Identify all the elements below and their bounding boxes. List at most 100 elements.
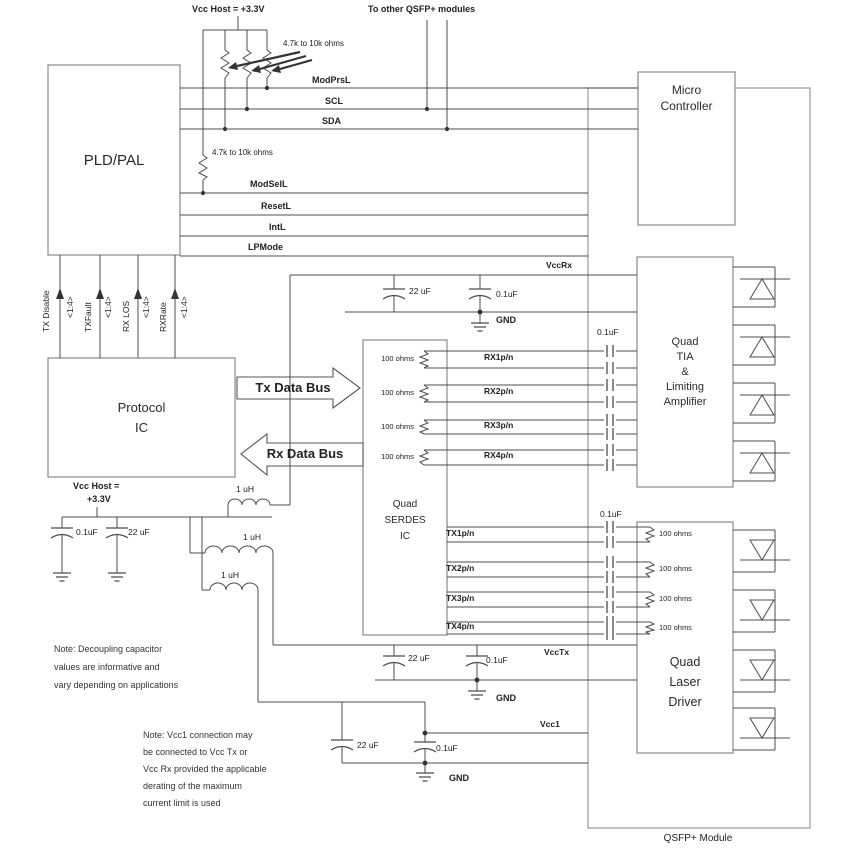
vbus-rxlos-width: <1:4> — [141, 296, 151, 318]
vbus-txfault-width: <1:4> — [103, 296, 113, 318]
vbus-txdisable: TX Disable — [41, 290, 51, 332]
protocol-ic-label: Protocol IC — [48, 358, 235, 477]
tx2-label: TX2p/n — [446, 563, 475, 573]
pld-pal-label: PLD/PAL — [83, 151, 145, 169]
serdes-line2: SERDES — [384, 515, 426, 526]
rx-data-bus-arrow — [240, 432, 364, 477]
rx3-label: RX3p/n — [484, 420, 514, 430]
driver-line1: Quad — [669, 655, 701, 669]
tx-data-bus-label: Tx Data Bus — [255, 380, 331, 395]
tx4-label: TX4p/n — [446, 621, 475, 631]
vbus-txdisable-width: <1:4> — [65, 296, 75, 318]
rx2-label: RX2p/n — [484, 386, 514, 396]
vccrx-gnd-label: GND — [496, 315, 516, 325]
note-decoupling: Note: Decoupling capacitor values are in… — [54, 640, 178, 694]
serdes-line1: Quad — [392, 499, 418, 510]
net-resetl: ResetL — [261, 201, 292, 211]
vcc1-label: Vcc1 — [540, 719, 560, 729]
note-vcc1-line5: current limit is used — [143, 798, 221, 808]
vcctx-gnd-label: GND — [496, 693, 516, 703]
vbus-rxrate-width: <1:4> — [179, 296, 189, 318]
serdes-termination-resistors — [418, 350, 430, 466]
note-vcc1-line3: Vcc Rx provided the applicable — [143, 764, 267, 774]
tia-label: Quad TIA & Limiting Amplifier — [637, 257, 733, 487]
ground-symbols — [53, 322, 489, 782]
note-vcc1: Note: Vcc1 connection may be connected t… — [143, 727, 267, 812]
vbus-txfault: TXFault — [83, 302, 93, 332]
component-boxes — [47, 64, 736, 754]
net-intl: IntL — [269, 222, 286, 232]
data-bus-arrows — [236, 366, 364, 477]
to-other-modules-label: To other QSFP+ modules — [368, 4, 476, 14]
filter-inductors — [204, 498, 274, 591]
rx4-term-label: 100 ohms — [381, 452, 414, 461]
wire-net — [59, 16, 638, 773]
protocol-ic-line2: IC — [135, 419, 148, 435]
net-sda: SDA — [322, 116, 342, 126]
rx1-term-label: 100 ohms — [381, 354, 414, 363]
vcc-host-bottom-line1: Vcc Host = — [73, 481, 120, 491]
vcc-host-top-label: Vcc Host = +3.3V — [192, 4, 265, 14]
tia-line4: Limiting — [666, 380, 704, 393]
bus-direction-arrows — [56, 288, 179, 299]
serdes-line3: IC — [400, 531, 410, 542]
micro-controller-label: Micro Controller — [638, 82, 735, 114]
note-decoupling-line1: Note: Decoupling capacitor — [54, 644, 163, 654]
tia-line1: Quad — [671, 335, 699, 348]
pld-pal-box — [47, 64, 181, 256]
vccrx-label: VccRx — [546, 260, 572, 270]
tx1-term-label: 100 ohms — [659, 529, 692, 538]
tx-data-bus-arrow — [236, 366, 361, 410]
vcc1-c22-label: 22 uF — [357, 740, 379, 750]
rx1-label: RX1p/n — [484, 352, 514, 362]
mcu-line1: Micro — [671, 83, 702, 97]
tx2-term-label: 100 ohms — [659, 564, 692, 573]
tia-line3: & — [681, 365, 689, 378]
vcc1-c01-label: 0.1uF — [436, 743, 458, 753]
vccrx-c22-label: 22 uF — [409, 286, 431, 296]
tia-line5: Amplifier — [663, 395, 707, 408]
note-decoupling-line2: values are informative and — [54, 662, 160, 672]
serdes-label: Quad SERDES IC — [363, 497, 447, 545]
protocol-ic-line1: Protocol — [117, 399, 166, 415]
pullup-range-label-top: 4.7k to 10k ohms — [283, 39, 344, 48]
note-vcc1-line1: Note: Vcc1 connection may — [143, 730, 253, 740]
note-vcc1-line4: derating of the maximum — [143, 781, 243, 791]
inductor1-label: 1 uH — [236, 484, 254, 494]
rx-data-bus-label: Rx Data Bus — [266, 446, 344, 461]
vccrx-c01-label: 0.1uF — [496, 289, 518, 299]
vcctx-c22-label: 22 uF — [408, 653, 430, 663]
driver-line3: Driver — [668, 695, 702, 709]
bypass-capacitors — [50, 288, 492, 753]
note-vcc1-line2: be connected to Vcc Tx or — [143, 747, 248, 757]
inductor3-label: 1 uH — [221, 570, 239, 580]
tx-coupling-cap-label: 0.1uF — [600, 509, 622, 519]
qsfp-module-label: QSFP+ Module — [663, 833, 733, 844]
pullup-annotation-arrows — [228, 50, 313, 73]
micro-controller-box — [637, 71, 736, 226]
note-decoupling-line3: vary depending on applications — [54, 680, 179, 690]
vcctx-c01-label: 0.1uF — [486, 655, 508, 665]
net-lpmode: LPMode — [248, 242, 283, 252]
pullup-range-label-mid: 4.7k to 10k ohms — [212, 148, 273, 157]
tx1-label: TX1p/n — [446, 528, 475, 538]
driver-line2: Laser — [669, 675, 701, 689]
vcctx-label: VccTx — [544, 647, 570, 657]
vbus-rxlos: RX LOS — [121, 300, 131, 332]
net-modprsl: ModPrsL — [312, 75, 351, 85]
net-modsell: ModSelL — [250, 179, 288, 189]
laser-diodes — [733, 529, 790, 751]
rx-coupling-cap-label: 0.1uF — [597, 327, 619, 337]
tx4-term-label: 100 ohms — [659, 623, 692, 632]
tia-box — [636, 256, 734, 488]
laser-driver-box — [636, 521, 734, 754]
tia-line2: TIA — [676, 350, 694, 363]
pullup-resistors — [197, 49, 272, 181]
host-c22-label: 22 uF — [128, 527, 150, 537]
vcc-host-bottom-line2: +3.3V — [87, 494, 111, 504]
vbus-rxrate: RXRate — [158, 302, 168, 332]
net-scl: SCL — [325, 96, 343, 106]
vcc1-gnd-label: GND — [449, 773, 469, 783]
serdes-box — [362, 339, 448, 636]
